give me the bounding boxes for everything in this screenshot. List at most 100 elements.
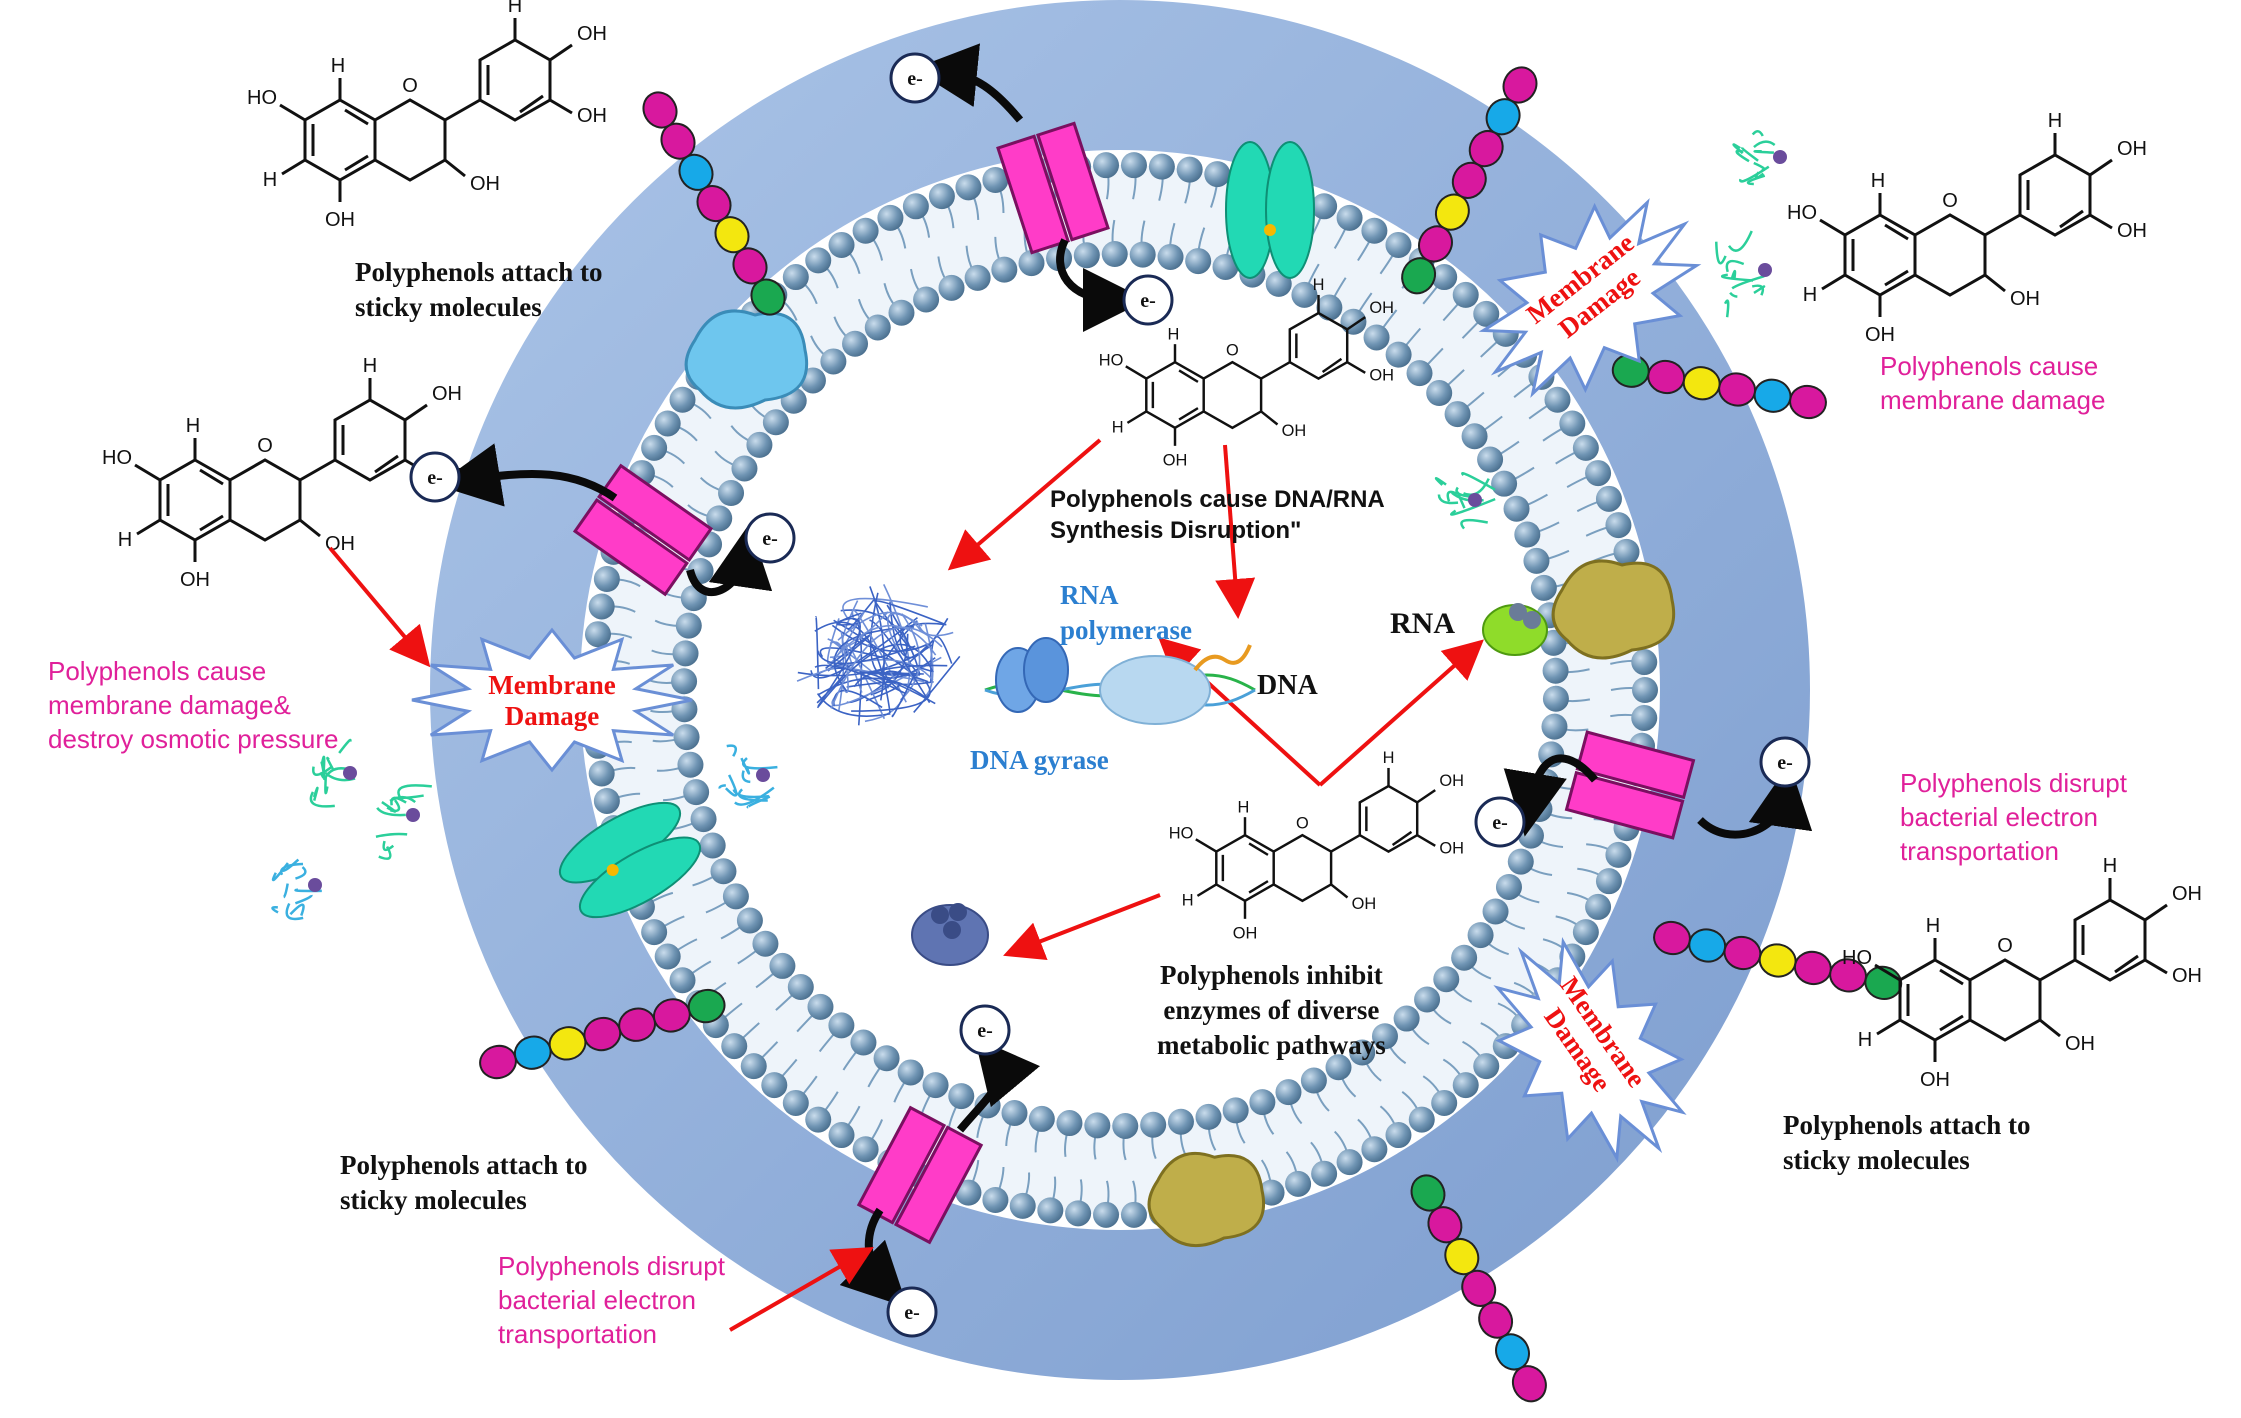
electron-label: e- bbox=[904, 1302, 920, 1324]
lipid-head bbox=[1452, 1072, 1479, 1099]
lipid-head bbox=[805, 1106, 832, 1133]
atom-label: H bbox=[1167, 325, 1179, 343]
atom-label: H bbox=[1926, 915, 1940, 937]
lipid-head bbox=[1595, 868, 1622, 895]
protein-cluster bbox=[1732, 130, 1787, 186]
lipid-head bbox=[1204, 161, 1231, 188]
lipid-head bbox=[1572, 434, 1599, 461]
lipid-head bbox=[588, 593, 615, 620]
transport-protein bbox=[684, 309, 809, 410]
damage-burst-top-right bbox=[1478, 198, 1702, 398]
protein-cluster bbox=[375, 784, 432, 860]
lipid-head bbox=[1542, 657, 1569, 684]
label-membrane-damage-right: Polyphenols cause membrane damage bbox=[1880, 351, 2106, 415]
lipid-head bbox=[1093, 152, 1120, 179]
atom-label: OH bbox=[432, 383, 462, 405]
lipid-head bbox=[820, 348, 847, 375]
lipid-head bbox=[1393, 1005, 1420, 1032]
lipid-head bbox=[787, 973, 814, 1000]
lipid-head bbox=[1585, 460, 1612, 487]
lipid-head bbox=[1336, 204, 1363, 231]
lipid-head bbox=[1530, 574, 1557, 601]
lipid-head bbox=[1477, 446, 1504, 473]
label-electron-bottom: Polyphenols disrupt bacterial electron t… bbox=[498, 1251, 725, 1349]
lipid-head bbox=[922, 1072, 949, 1099]
lipid-head bbox=[1482, 898, 1509, 925]
lipid-head bbox=[699, 832, 726, 859]
electron-flow-arrow bbox=[1697, 763, 1813, 839]
atom-label: O bbox=[1296, 815, 1309, 833]
lipid-head bbox=[588, 760, 615, 787]
red-arrow bbox=[1003, 893, 1161, 960]
lipid-head bbox=[1503, 495, 1530, 522]
lipid-head bbox=[807, 993, 834, 1020]
atom-label: OH bbox=[2117, 220, 2147, 242]
lipid-head bbox=[1514, 521, 1541, 548]
electron-channel bbox=[572, 463, 714, 597]
lipid-head bbox=[1084, 1112, 1111, 1139]
lipid-head bbox=[1336, 1149, 1363, 1176]
electron-flow-arrow bbox=[436, 443, 618, 507]
lipid-head bbox=[1363, 324, 1390, 351]
lipid-head bbox=[1167, 1108, 1194, 1135]
lipid-head bbox=[1572, 919, 1599, 946]
atom-label: OH bbox=[325, 533, 355, 555]
electron-right-out: e- bbox=[1759, 736, 1811, 788]
lipid-head bbox=[584, 621, 611, 648]
lipid-head bbox=[593, 566, 620, 593]
lipid-head bbox=[1361, 217, 1388, 244]
bead-chain-top-left bbox=[642, 91, 786, 316]
electron-label: e- bbox=[1777, 752, 1793, 774]
lipid-head bbox=[669, 386, 696, 413]
lipid-head bbox=[1414, 986, 1441, 1013]
lipid-head bbox=[1009, 1192, 1036, 1219]
lipid-head bbox=[1349, 1039, 1376, 1066]
lipid-head bbox=[746, 431, 773, 458]
atom-label: OH bbox=[1369, 366, 1394, 384]
lipid-head bbox=[782, 1089, 809, 1116]
atom-label: OH bbox=[1439, 839, 1464, 857]
atom-label: HO bbox=[102, 447, 132, 469]
lipid-head bbox=[1300, 1067, 1327, 1094]
lipid-head bbox=[1451, 944, 1478, 971]
bead-chain-top-right bbox=[1401, 66, 1538, 295]
bead-chain-lower-right bbox=[1653, 920, 1903, 1001]
electron-label: e- bbox=[907, 68, 923, 90]
atom-label: HO bbox=[1169, 824, 1194, 842]
lipid-head bbox=[897, 1059, 924, 1086]
atom-label: H bbox=[263, 169, 277, 191]
electron-bottom-in: e- bbox=[959, 1004, 1011, 1056]
atom-label: OH bbox=[1233, 925, 1258, 943]
atom-label: HO bbox=[1842, 947, 1872, 969]
membrane-enzyme bbox=[1147, 1151, 1266, 1248]
atom-label: H bbox=[1803, 284, 1817, 306]
atom-label: OH bbox=[1369, 299, 1394, 317]
atom-label: OH bbox=[577, 23, 607, 45]
lipid-head bbox=[782, 264, 809, 291]
lipid-head bbox=[1311, 1160, 1338, 1187]
lipid-head bbox=[722, 883, 749, 910]
lipid-head bbox=[1431, 1089, 1458, 1116]
lipid-head bbox=[1212, 253, 1239, 280]
red-arrow bbox=[1215, 444, 1256, 619]
atom-label: OH bbox=[1865, 324, 1895, 346]
electron-left-in: e- bbox=[744, 512, 796, 564]
lipid-head bbox=[852, 1136, 879, 1163]
label-rna-polymerase: RNA polymerase bbox=[1060, 580, 1192, 646]
atom-label: O bbox=[257, 435, 273, 457]
porin-protein bbox=[1225, 141, 1315, 279]
lipid-head bbox=[948, 1083, 975, 1110]
lipid-head bbox=[1371, 1023, 1398, 1050]
atom-label: O bbox=[402, 75, 418, 97]
atom-label: OH bbox=[2065, 1033, 2095, 1055]
lipid-head bbox=[1559, 410, 1586, 437]
action-arrows bbox=[328, 43, 1813, 1332]
lipid-head bbox=[938, 274, 965, 301]
lipid-head bbox=[982, 1187, 1009, 1214]
atom-label: H bbox=[2048, 110, 2062, 132]
lipid-head bbox=[1605, 841, 1632, 868]
lipid-head bbox=[1112, 1112, 1139, 1139]
lipid-head bbox=[902, 193, 929, 220]
